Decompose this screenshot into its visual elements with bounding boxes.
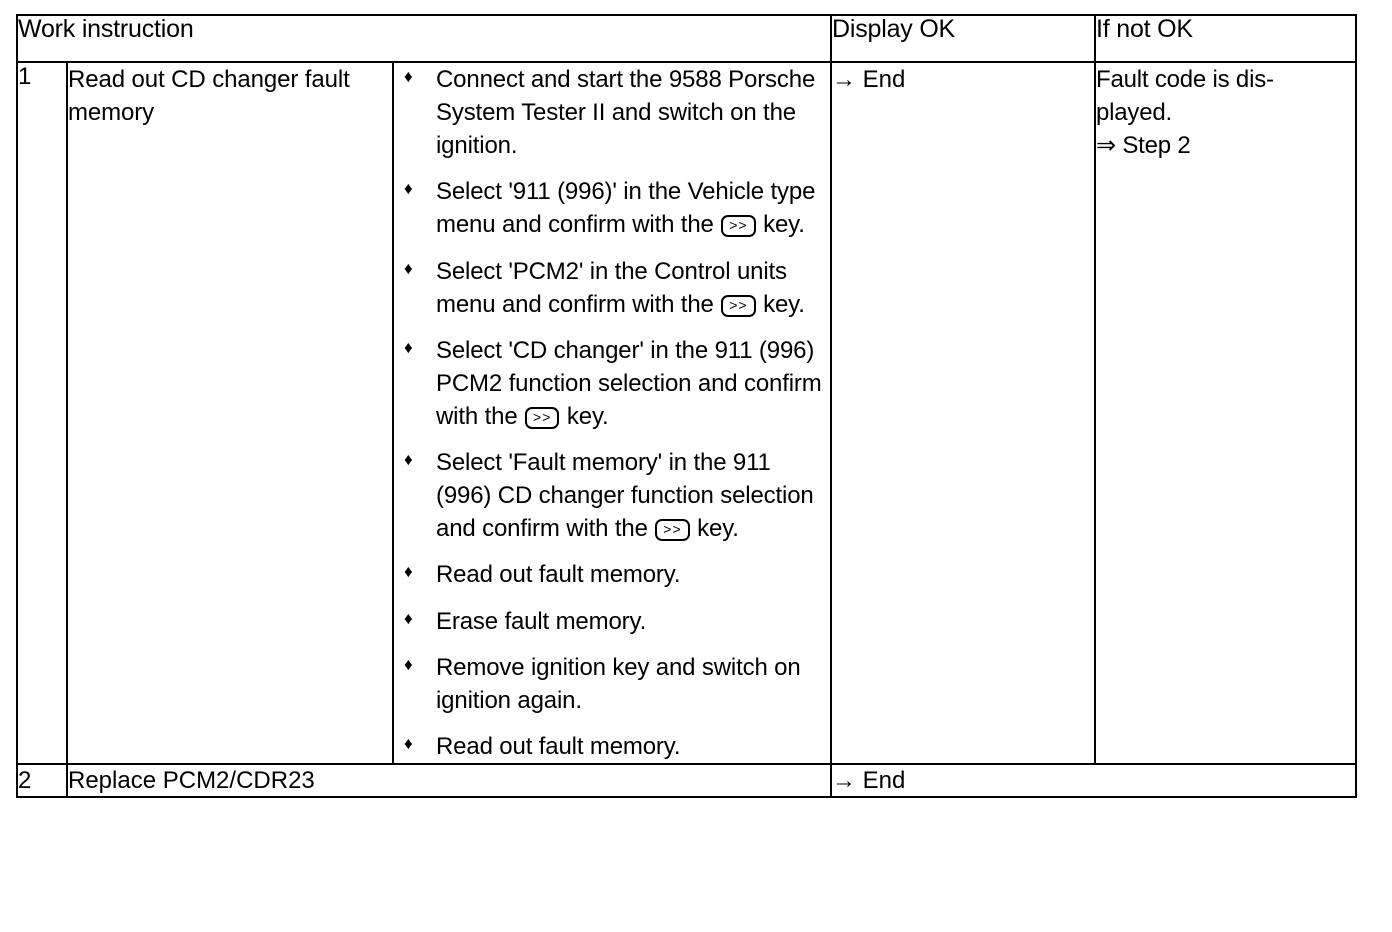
diamond-bullet-icon: ♦	[404, 450, 413, 470]
table-row: 1 Read out CD changer fault memory ♦ Conn…	[16, 61, 1357, 765]
table-header: Work instruction Display OK If not OK	[16, 14, 1357, 63]
instruction-bullet-text: Select 'Fault memory' in the 911 (996) C…	[436, 449, 814, 543]
instruction-bullet-item: ♦ Select 'CD changer' in the 911 (996) PC…	[394, 334, 830, 433]
diamond-bullet-icon: ♦	[404, 179, 413, 199]
instruction-bullet-item: ♦ Remove ignition key and switch on ignit…	[394, 651, 830, 717]
instruction-bullet-text: Read out fault memory.	[436, 732, 681, 760]
diamond-bullet-icon: ♦	[404, 608, 413, 628]
table-row: 2 Replace PCM2/CDR23 → End	[16, 762, 1357, 799]
forward-key-icon: >>	[655, 519, 690, 542]
diamond-bullet-icon: ♦	[404, 733, 413, 753]
forward-key-icon: >>	[721, 294, 756, 317]
work-instruction-table: Work instruction Display OK If not OK 1 …	[16, 14, 1357, 799]
instruction-bullet-text: Read out fault memory.	[436, 561, 681, 589]
table-header-row: Work instruction Display OK If not OK	[16, 14, 1357, 63]
instruction-bullet-item: ♦ Connect and start the 9588 Porsche Syst…	[394, 63, 830, 162]
instruction-bullet-text: Connect and start the 9588 Porsche Syste…	[436, 66, 816, 160]
if-not-ok-line-3: ⇒ Step 2	[1096, 132, 1191, 160]
instruction-bullet-text: Erase fault memory.	[436, 607, 647, 635]
instruction-bullet-item: ♦ Erase fault memory.	[394, 605, 830, 638]
diamond-bullet-icon: ♦	[404, 654, 413, 674]
instruction-bullet-text: Select 'PCM2' in the Control units menu …	[436, 257, 805, 318]
column-header-display-ok: Display OK	[830, 14, 1096, 63]
diamond-bullet-icon: ♦	[404, 258, 413, 278]
step-number: 2	[16, 762, 68, 799]
instruction-bullet-text: Select 'CD changer' in the 911 (996) PCM…	[436, 336, 822, 430]
instruction-bullet-text: Remove ignition key and switch on igniti…	[436, 653, 801, 714]
forward-key-icon: >>	[721, 215, 756, 238]
if-not-ok-line-1: Fault code is dis-	[1096, 66, 1274, 93]
diamond-bullet-icon: ♦	[404, 562, 413, 582]
instruction-bullet-list: ♦ Connect and start the 9588 Porsche Syst…	[394, 63, 830, 763]
table-body: 1 Read out CD changer fault memory ♦ Conn…	[16, 61, 1357, 799]
step-description: Read out CD changer fault memory	[66, 61, 394, 765]
diamond-bullet-icon: ♦	[404, 67, 413, 86]
if-not-ok-value: Fault code is dis- played. ⇒ Step 2	[1094, 61, 1357, 765]
step-number: 1	[16, 61, 68, 765]
column-header-work-instruction: Work instruction	[16, 14, 832, 63]
instruction-bullet-item: ♦ Select 'Fault memory' in the 911 (996) …	[394, 446, 830, 545]
step-description: Replace PCM2/CDR23	[66, 762, 832, 799]
step-detail-cell: ♦ Connect and start the 9588 Porsche Syst…	[392, 61, 832, 765]
instruction-bullet-item: ♦ Select 'PCM2' in the Control units menu…	[394, 255, 830, 321]
instruction-bullet-item: ♦ Select '911 (996)' in the Vehicle type …	[394, 175, 830, 241]
diamond-bullet-icon: ♦	[404, 337, 413, 357]
display-ok-value: → End	[830, 762, 1357, 799]
forward-key-icon: >>	[525, 406, 560, 429]
if-not-ok-line-2: played.	[1096, 99, 1172, 127]
display-ok-value: → End	[830, 61, 1096, 765]
column-header-if-not-ok: If not OK	[1094, 14, 1357, 63]
instruction-bullet-item: ♦ Read out fault memory.	[394, 558, 830, 591]
instruction-bullet-text: Select '911 (996)' in the Vehicle type m…	[436, 178, 816, 239]
instruction-bullet-item: ♦ Read out fault memory.	[394, 730, 830, 763]
